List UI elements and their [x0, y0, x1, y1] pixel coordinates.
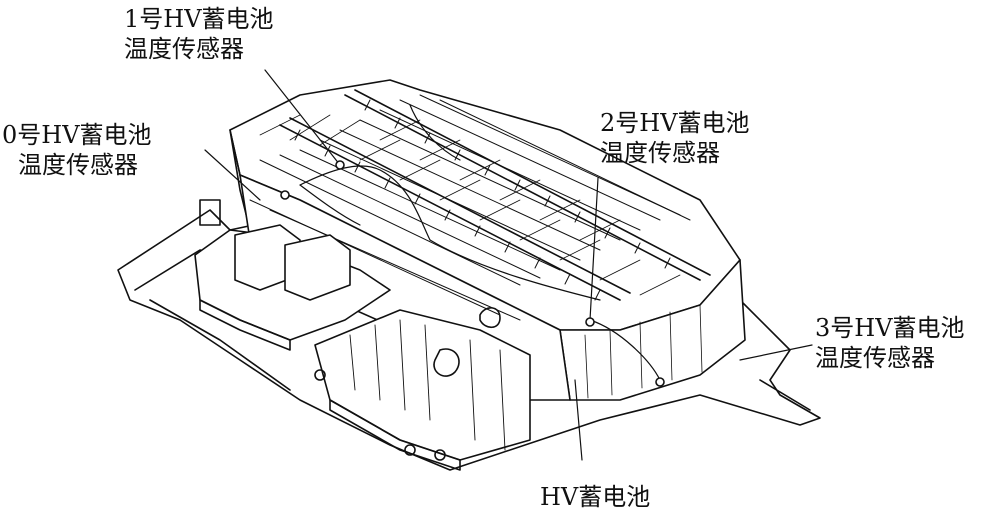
mounting-bolts	[314, 369, 446, 461]
ecu-housing	[314, 307, 531, 471]
sensor-2-icon	[585, 317, 595, 327]
sensor-3-icon	[655, 377, 665, 387]
label-sensor-3-line2: 温度传感器	[815, 344, 935, 372]
label-sensor-1-line1: 1号HV蓄电池	[124, 5, 274, 33]
label-sensor-0-line1: 0号HV蓄电池	[2, 121, 152, 149]
label-sensor-3: 3号HV蓄电池 温度传感器	[815, 313, 965, 373]
junction-block	[194, 199, 391, 351]
leader-lines	[204, 69, 813, 461]
label-sensor-2: 2号HV蓄电池 温度传感器	[600, 108, 750, 168]
label-sensor-2-line2: 温度传感器	[600, 139, 720, 167]
sensor-markers	[280, 160, 665, 387]
label-hv-battery: HV蓄电池	[540, 483, 651, 511]
label-sensor-1-line2: 温度传感器	[124, 35, 244, 63]
bus-bars	[279, 89, 711, 301]
label-sensor-3-line1: 3号HV蓄电池	[815, 314, 965, 342]
label-sensor-2-line1: 2号HV蓄电池	[600, 109, 750, 137]
sensor-0-icon	[280, 190, 290, 200]
label-sensor-0-line2: 温度传感器	[18, 151, 138, 179]
label-sensor-0: 0号HV蓄电池 温度传感器	[2, 120, 152, 180]
label-sensor-1: 1号HV蓄电池 温度传感器	[124, 4, 274, 64]
sensor-1-icon	[335, 160, 345, 170]
sensor-harness	[299, 104, 661, 381]
